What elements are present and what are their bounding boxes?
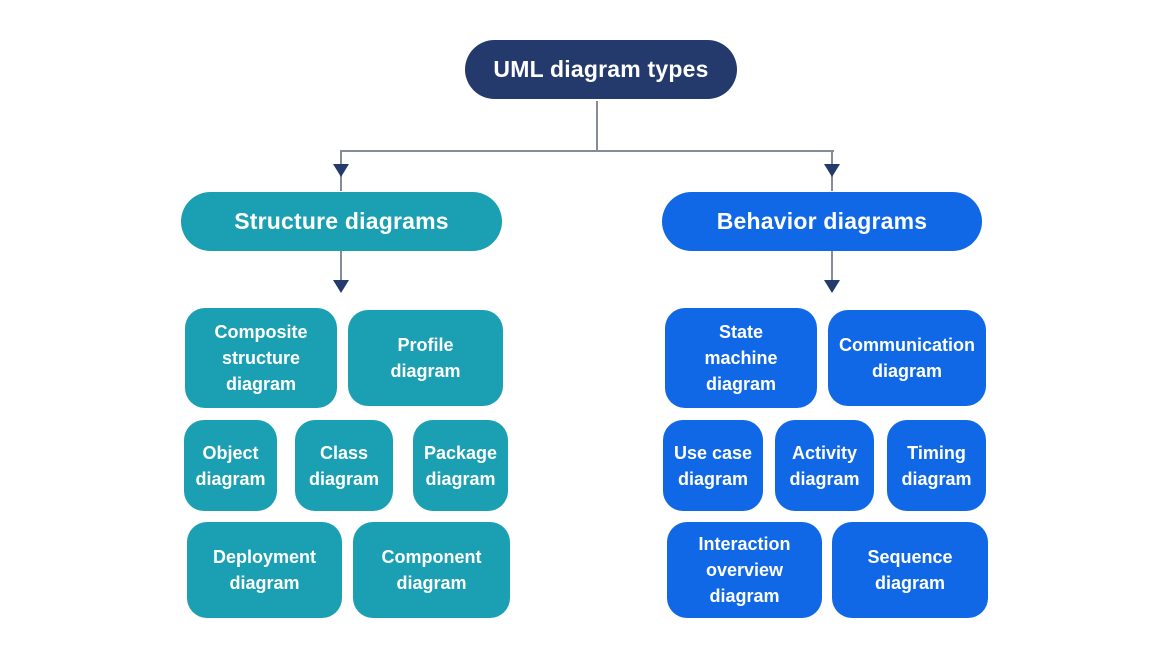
arrowhead-to-structure-children bbox=[333, 280, 349, 293]
node-profile-diagram: Profile diagram bbox=[348, 310, 503, 406]
connector-structure-children bbox=[340, 251, 342, 283]
connector-behavior-children bbox=[831, 251, 833, 283]
node-object-diagram: Object diagram bbox=[184, 420, 277, 511]
node-component-diagram: Component diagram bbox=[353, 522, 510, 618]
arrowhead-to-behavior-children bbox=[824, 280, 840, 293]
node-composite-structure-diagram: Composite structure diagram bbox=[185, 308, 337, 408]
root-node: UML diagram types bbox=[465, 40, 737, 99]
connector-horizontal-split bbox=[340, 150, 834, 152]
arrowhead-to-structure bbox=[333, 164, 349, 177]
arrowhead-to-behavior bbox=[824, 164, 840, 177]
node-sequence-diagram: Sequence diagram bbox=[832, 522, 988, 618]
node-timing-diagram: Timing diagram bbox=[887, 420, 986, 511]
node-deployment-diagram: Deployment diagram bbox=[187, 522, 342, 618]
node-interaction-overview-diagram: Interaction overview diagram bbox=[667, 522, 822, 618]
structure-diagrams-node: Structure diagrams bbox=[181, 192, 502, 251]
node-communication-diagram: Communication diagram bbox=[828, 310, 986, 406]
behavior-diagrams-node: Behavior diagrams bbox=[662, 192, 982, 251]
node-state-machine-diagram: State machine diagram bbox=[665, 308, 817, 408]
node-package-diagram: Package diagram bbox=[413, 420, 508, 511]
node-use-case-diagram: Use case diagram bbox=[663, 420, 763, 511]
node-class-diagram: Class diagram bbox=[295, 420, 393, 511]
node-activity-diagram: Activity diagram bbox=[775, 420, 874, 511]
connector-root-stub bbox=[596, 101, 598, 151]
